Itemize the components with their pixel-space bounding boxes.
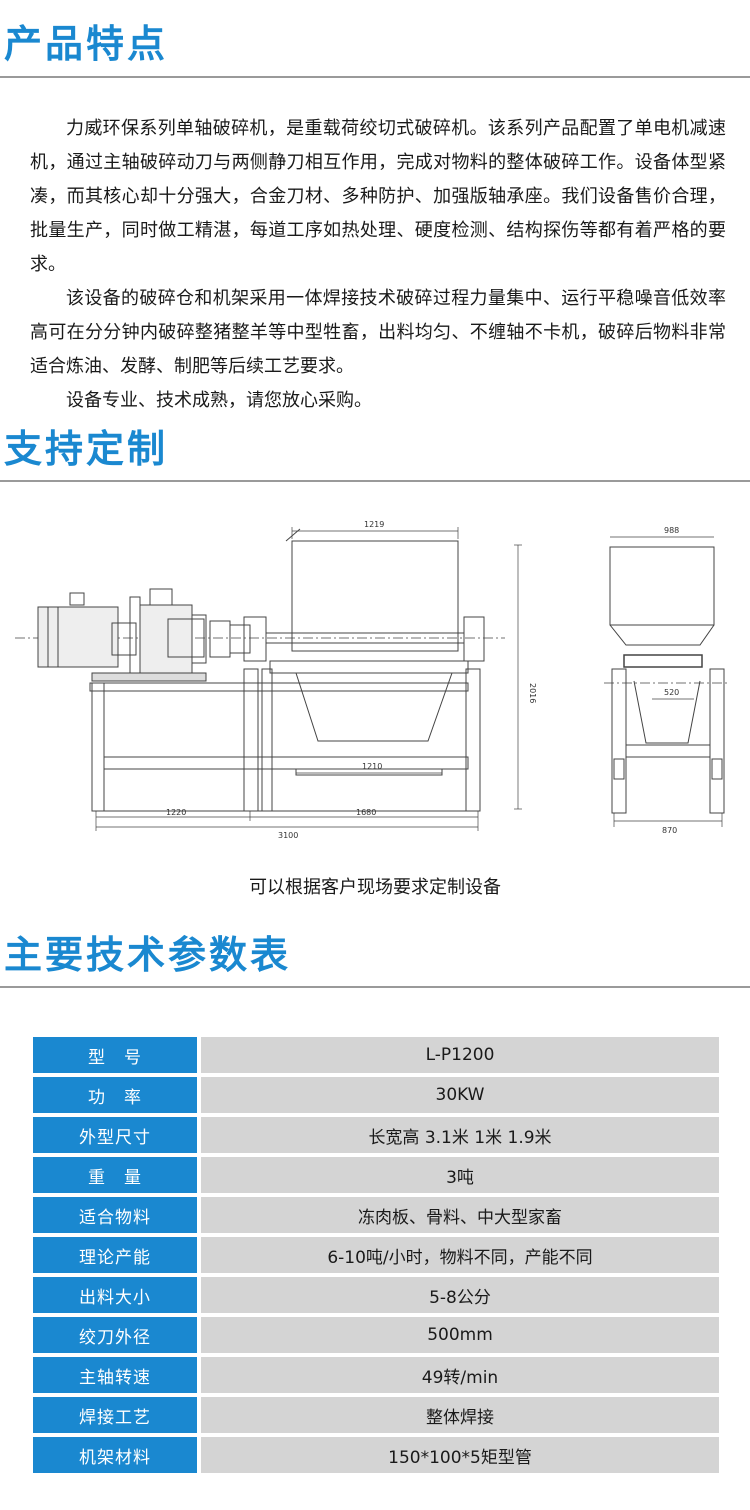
frame-drawing	[89, 668, 481, 812]
dim-label: 3100	[278, 831, 298, 840]
spec-value: 3吨	[201, 1157, 719, 1193]
drawing-caption: 可以根据客户现场要求定制设备	[249, 877, 501, 898]
spec-value: 长宽高 3.1米 1米 1.9米	[201, 1117, 719, 1153]
section-title-specs: 主要技术参数表	[4, 933, 292, 977]
table-row: 外型尺寸长宽高 3.1米 1米 1.9米	[33, 1117, 719, 1153]
spec-label: 功 率	[33, 1077, 197, 1113]
spec-value: 整体焊接	[201, 1397, 719, 1433]
features-paragraph: 力威环保系列单轴破碎机，是重载荷绞切式破碎机。该系列产品配置了单电机减速机，通过…	[30, 118, 726, 275]
spec-value: 5-8公分	[201, 1277, 719, 1313]
spec-label: 适合物料	[33, 1197, 197, 1233]
spec-label: 机架材料	[33, 1437, 197, 1473]
dim-label: 1680	[356, 808, 376, 817]
side-view-drawing	[604, 536, 728, 827]
table-row: 焊接工艺整体焊接	[33, 1397, 719, 1433]
section-divider	[0, 986, 750, 988]
spec-label: 重 量	[33, 1157, 197, 1193]
section-title-features: 产品特点	[4, 22, 169, 66]
dim-label: 988	[664, 526, 679, 535]
dim-label: 1220	[166, 808, 186, 817]
spec-value: 150*100*5矩型管	[201, 1437, 719, 1473]
hopper-drawing	[269, 528, 469, 742]
spec-value: 6-10吨/小时，物料不同，产能不同	[201, 1237, 719, 1273]
spec-value: 49转/min	[201, 1357, 719, 1393]
spec-label: 理论产能	[33, 1237, 197, 1273]
technical-drawing: 1219 2016 1210 1220 1680 3100 988 520 87…	[15, 520, 728, 840]
spec-label: 绞刀外径	[33, 1317, 197, 1353]
features-paragraph: 设备专业、技术成熟，请您放心采购。	[66, 390, 372, 411]
dim-label: 2016	[528, 683, 537, 703]
features-body: 力威环保系列单轴破碎机，是重载荷绞切式破碎机。该系列产品配置了单电机减速机，通过…	[30, 112, 726, 418]
table-row: 适合物料冻肉板、骨料、中大型家畜	[33, 1197, 719, 1233]
section-divider	[0, 480, 750, 482]
features-paragraph: 该设备的破碎仓和机架采用一体焊接技术破碎过程力量集中、运行平稳噪音低效率高可在分…	[30, 288, 726, 377]
spec-label: 焊接工艺	[33, 1397, 197, 1433]
spec-value: 30KW	[201, 1077, 719, 1113]
dim-label: 1219	[364, 520, 384, 529]
spec-value: 500mm	[201, 1317, 719, 1353]
spec-value: 冻肉板、骨料、中大型家畜	[201, 1197, 719, 1233]
spec-label: 型 号	[33, 1037, 197, 1073]
spec-label: 外型尺寸	[33, 1117, 197, 1153]
dim-label: 520	[664, 688, 679, 697]
dim-label: 1210	[362, 762, 382, 771]
spec-label: 出料大小	[33, 1277, 197, 1313]
spec-value: L-P1200	[201, 1037, 719, 1073]
spec-label: 主轴转速	[33, 1357, 197, 1393]
motor-drawing	[37, 588, 251, 682]
section-title-custom: 支持定制	[4, 427, 169, 471]
section-divider	[0, 76, 750, 78]
dim-label: 870	[662, 826, 677, 835]
